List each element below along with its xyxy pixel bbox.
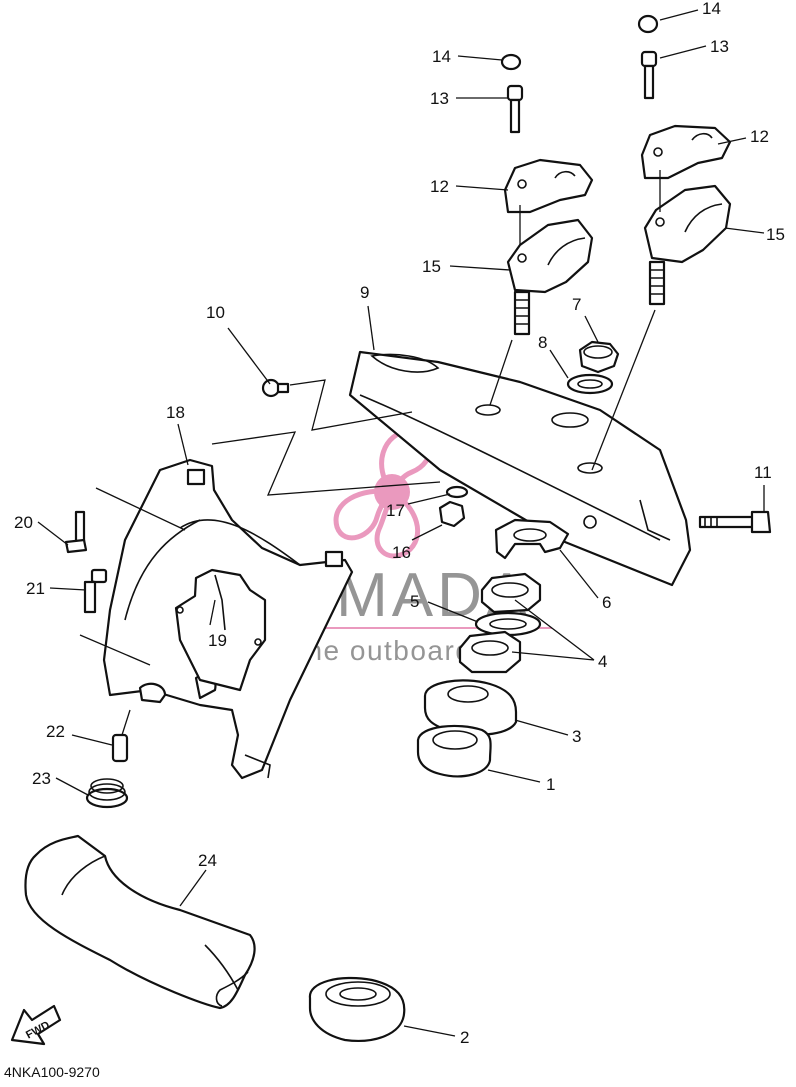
- part-14-cap-left: [500, 53, 522, 71]
- callout-6: 6: [602, 593, 611, 612]
- part-10-bolt: [261, 378, 290, 398]
- part-7-nut: [578, 340, 620, 374]
- callout-5: 5: [410, 592, 419, 611]
- part-11-bolt: [698, 510, 772, 534]
- callout-9: 9: [360, 283, 369, 302]
- part-13-bolt-left: [506, 84, 524, 134]
- part-16-nut: [438, 500, 466, 528]
- part-1-bearing: [416, 724, 492, 778]
- callout-22: 22: [46, 722, 65, 741]
- callout-23: 23: [32, 769, 51, 788]
- part-2-bearing-lower: [308, 976, 406, 1042]
- callout-15-right: 15: [766, 225, 785, 244]
- part-14-cap-right: [637, 14, 659, 34]
- part-3-bearing-cover: [423, 679, 518, 736]
- callout-14-left: 14: [432, 47, 451, 66]
- part-13-bolt-right: [640, 50, 658, 100]
- callout-15-left: 15: [422, 257, 441, 276]
- callout-leaders: [37, 9, 765, 1037]
- callout-14-right: 14: [702, 0, 721, 18]
- callout-4: 4: [598, 652, 607, 671]
- callout-labels: 1 2 3 4 5 6 7 8 9 10 11 12 12 13 13 14 1…: [14, 0, 785, 1047]
- part-5-washer: [474, 611, 542, 637]
- callout-18: 18: [166, 403, 185, 422]
- callout-13-right: 13: [710, 37, 729, 56]
- part-4-ring-nut-lower: [458, 630, 522, 674]
- callout-16: 16: [392, 543, 411, 562]
- callout-1: 1: [546, 775, 555, 794]
- fwd-arrow-icon: FWD: [10, 1004, 62, 1046]
- part-12-holder-upper-right: [640, 124, 732, 180]
- guide-lines: [79, 170, 661, 736]
- part-22-collar: [111, 733, 129, 763]
- callout-21: 21: [26, 579, 45, 598]
- part-20-bolt: [64, 510, 88, 554]
- part-12-holder-upper-left: [503, 158, 594, 214]
- document-code: 4NKA100-9270: [4, 1064, 100, 1080]
- part-9-upper-bracket: [348, 350, 692, 587]
- part-23-damper: [85, 778, 129, 809]
- callout-3: 3: [572, 727, 581, 746]
- callout-10: 10: [206, 303, 225, 322]
- callout-17: 17: [386, 501, 405, 520]
- callout-2: 2: [460, 1028, 469, 1047]
- callout-8: 8: [538, 333, 547, 352]
- callout-12-right: 12: [750, 127, 769, 146]
- callout-24: 24: [198, 851, 217, 870]
- callout-20: 20: [14, 513, 33, 532]
- part-19-bracket: [174, 568, 267, 692]
- part-15-holder-lower-left: [506, 218, 594, 336]
- callout-13-left: 13: [430, 89, 449, 108]
- callout-19: 19: [208, 631, 227, 650]
- part-4-ring-nut-upper: [480, 572, 542, 614]
- part-8-washer: [566, 373, 614, 395]
- part-24-protector: [24, 834, 256, 1010]
- part-17-collar: [445, 485, 469, 499]
- callout-12-left: 12: [430, 177, 449, 196]
- part-6-lock-washer: [494, 518, 570, 560]
- callout-11: 11: [754, 463, 772, 482]
- callout-7: 7: [572, 295, 581, 314]
- part-21-bolt: [83, 568, 108, 614]
- part-15-holder-lower-right: [643, 184, 732, 306]
